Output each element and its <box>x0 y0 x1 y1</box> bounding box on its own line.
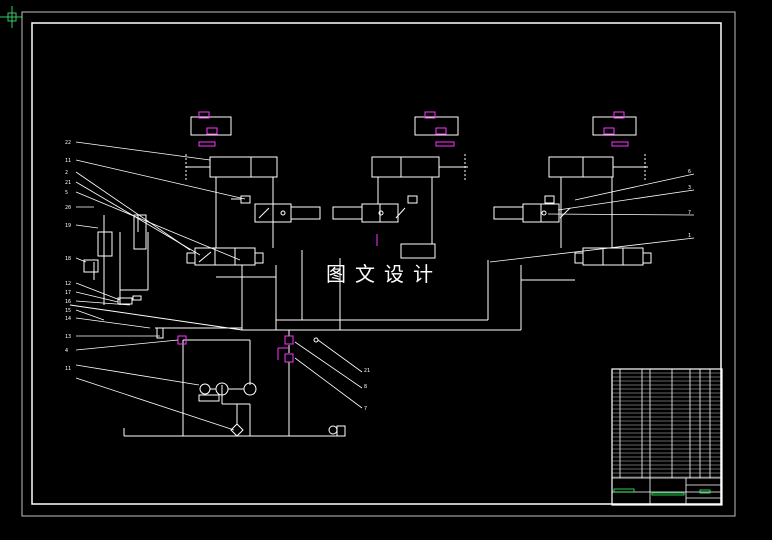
pump-motor-group <box>198 382 257 402</box>
solenoid-valve-middle <box>332 203 406 223</box>
solenoid-valve-left <box>254 203 321 223</box>
check-valve-left <box>231 195 251 204</box>
watermark-text: 图文设计 <box>326 262 442 286</box>
callout-left-5: 5 <box>65 190 68 196</box>
callout-left-2: 11 <box>65 158 71 164</box>
accumulator-left <box>83 214 147 305</box>
callout-left-8: 18 <box>65 256 71 262</box>
cylinder-left <box>185 111 278 182</box>
callout-right-3: 7 <box>688 210 691 216</box>
callout-left-9: 12 <box>65 281 71 287</box>
callout-left-6: 20 <box>65 205 71 211</box>
callout-center-2: 8 <box>364 384 367 390</box>
relief-valves <box>156 327 319 363</box>
callout-right-4: 1 <box>688 233 691 239</box>
leader-lines <box>75 141 695 431</box>
callout-left-15: 4 <box>65 348 68 354</box>
directional-valve-middle <box>376 234 436 259</box>
directional-valve-left <box>186 247 264 266</box>
callout-left-13: 14 <box>65 316 71 322</box>
callout-center-1: 21 <box>364 368 370 374</box>
cylinder-middle <box>371 111 468 182</box>
callout-left-1: 22 <box>65 140 71 146</box>
callout-right-1: 6 <box>688 169 691 175</box>
callout-left-10: 17 <box>65 290 71 296</box>
callout-left-12: 15 <box>65 308 71 314</box>
check-valve-right <box>544 195 555 204</box>
callout-labels: 22 11 2 21 5 20 19 18 12 17 16 15 14 13 4 11 6 3 7 1 21 8 7 <box>65 140 691 412</box>
pressure-gauge <box>328 425 346 437</box>
callout-left-3: 2 <box>65 170 68 176</box>
cylinder-right <box>548 111 648 182</box>
callout-left-11: 16 <box>65 299 71 305</box>
callout-left-14: 13 <box>65 334 71 340</box>
filter-symbol <box>230 423 244 437</box>
title-block-rows <box>612 372 722 478</box>
callout-center-3: 7 <box>364 406 367 412</box>
inner-frame <box>31 22 722 505</box>
callout-left-16: 11 <box>65 366 71 372</box>
callout-left-4: 21 <box>65 180 71 186</box>
callout-right-2: 3 <box>688 185 691 191</box>
directional-valve-right <box>574 247 652 266</box>
check-valve-middle <box>407 195 418 204</box>
crosshair-cursor-icon <box>0 6 22 28</box>
callout-left-7: 19 <box>65 223 71 229</box>
outer-frame <box>21 11 736 517</box>
solenoid-valve-right <box>493 203 571 223</box>
piping <box>69 177 613 437</box>
